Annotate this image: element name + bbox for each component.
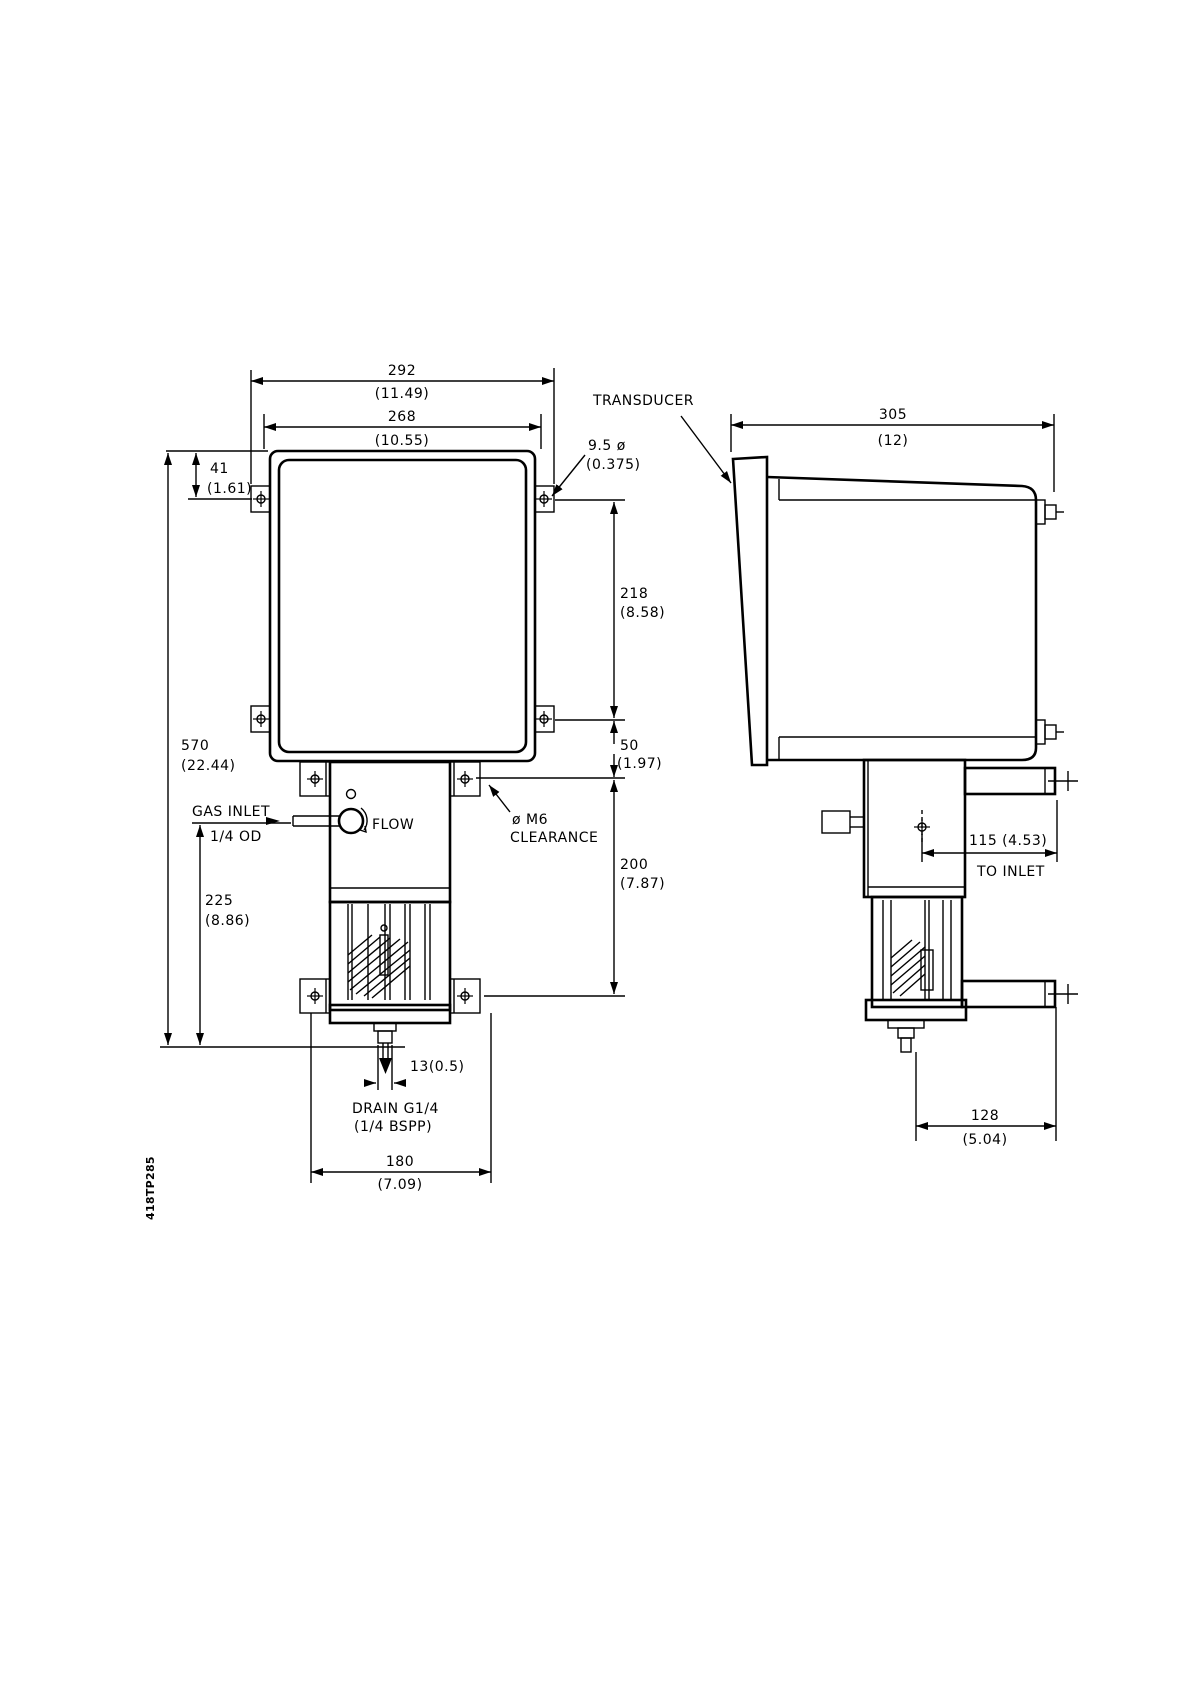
cable-glands — [1036, 500, 1064, 744]
dim-case-width-mm: 268 — [388, 409, 416, 425]
dim-case-width-in: (10.55) — [375, 433, 430, 449]
dim-top-offset: 41 (1.61) — [166, 451, 268, 499]
drain-line1: DRAIN G1/4 — [352, 1101, 439, 1117]
enclosure-case — [270, 451, 535, 761]
flow-assembly — [266, 762, 480, 1074]
side-glass-hatching — [891, 940, 925, 996]
clearance-line1: ø M6 — [512, 812, 548, 828]
dim-bracket-spacing-in: (7.87) — [620, 876, 665, 892]
flow-label: FLOW — [372, 817, 414, 833]
dim-drain-offset: 13(0.5) — [364, 1045, 465, 1090]
clearance-callout: ø M6 CLEARANCE — [489, 785, 598, 846]
side-view: TRANSDUCER 305 (12) 115 (4.53) TO INLET … — [592, 393, 1078, 1148]
dim-inlet-height: 225 (8.86) — [192, 823, 291, 1045]
dim-case-to-bracket-in: (1.97) — [617, 756, 662, 772]
mount-hole-line1: 9.5 ø — [588, 438, 626, 454]
mount-hole-callout: 9.5 ø (0.375) — [552, 438, 641, 496]
dim-bracket-spacing-mm: 200 — [620, 857, 648, 873]
transducer-panel — [733, 457, 767, 765]
dim-case-to-bracket-mm: 50 — [620, 738, 639, 754]
dim-overall-height-in: (22.44) — [181, 758, 236, 774]
dim-case-to-bracket: 50 (1.97) — [476, 721, 662, 778]
drawing-id: 418TP285 — [144, 1156, 157, 1220]
side-flow-assembly — [822, 760, 1078, 1052]
dim-case-hole-spacing-mm: 218 — [620, 586, 648, 602]
dim-overall-height-mm: 570 — [181, 738, 209, 754]
dim-overall-depth-in: (12) — [878, 433, 909, 449]
side-case-body — [767, 477, 1036, 760]
dim-top-offset-mm: 41 — [210, 461, 229, 477]
dim-case-width: 268 (10.55) — [264, 409, 541, 449]
dim-inlet-height-in: (8.86) — [205, 913, 250, 929]
dim-to-inlet: 115 (4.53) TO INLET — [922, 800, 1057, 880]
case-mounting-lugs — [251, 486, 554, 732]
dim-to-inlet-label: TO INLET — [976, 864, 1045, 880]
drain-label: DRAIN G1/4 (1/4 BSPP) — [352, 1101, 439, 1135]
clearance-line2: CLEARANCE — [510, 830, 598, 846]
dim-bracket-width-mm: 180 — [386, 1154, 414, 1170]
gas-inlet-line1: GAS INLET — [192, 804, 270, 820]
dim-overall-depth-mm: 305 — [879, 407, 907, 423]
dim-to-inlet-value: 115 (4.53) — [969, 833, 1047, 849]
dim-top-offset-in: (1.61) — [207, 481, 252, 497]
transducer-label: TRANSDUCER — [592, 393, 694, 409]
dim-bracket-width-in: (7.09) — [377, 1177, 422, 1193]
dim-bracket-depth-in: (5.04) — [962, 1132, 1007, 1148]
dim-overall-width-mm: 292 — [388, 363, 416, 379]
dim-inlet-height-mm: 225 — [205, 893, 233, 909]
gas-inlet-line2: 1/4 OD — [210, 829, 262, 845]
dim-case-hole-spacing: 218 (8.58) — [555, 500, 665, 720]
dim-case-hole-spacing-in: (8.58) — [620, 605, 665, 621]
mount-hole-line2: (0.375) — [586, 457, 641, 473]
drain-line2: (1/4 BSPP) — [354, 1119, 432, 1135]
dim-drain-offset-value: 13(0.5) — [410, 1059, 465, 1075]
dim-bracket-depth-mm: 128 — [971, 1108, 999, 1124]
glass-hatching — [348, 935, 410, 998]
front-view: 292 (11.49) 268 (10.55) 41 (1.61) 570 (2… — [160, 363, 665, 1193]
dim-bracket-depth: 128 (5.04) — [916, 1007, 1056, 1148]
gas-inlet-label: GAS INLET 1/4 OD — [192, 804, 270, 845]
dim-overall-width-in: (11.49) — [375, 386, 430, 402]
